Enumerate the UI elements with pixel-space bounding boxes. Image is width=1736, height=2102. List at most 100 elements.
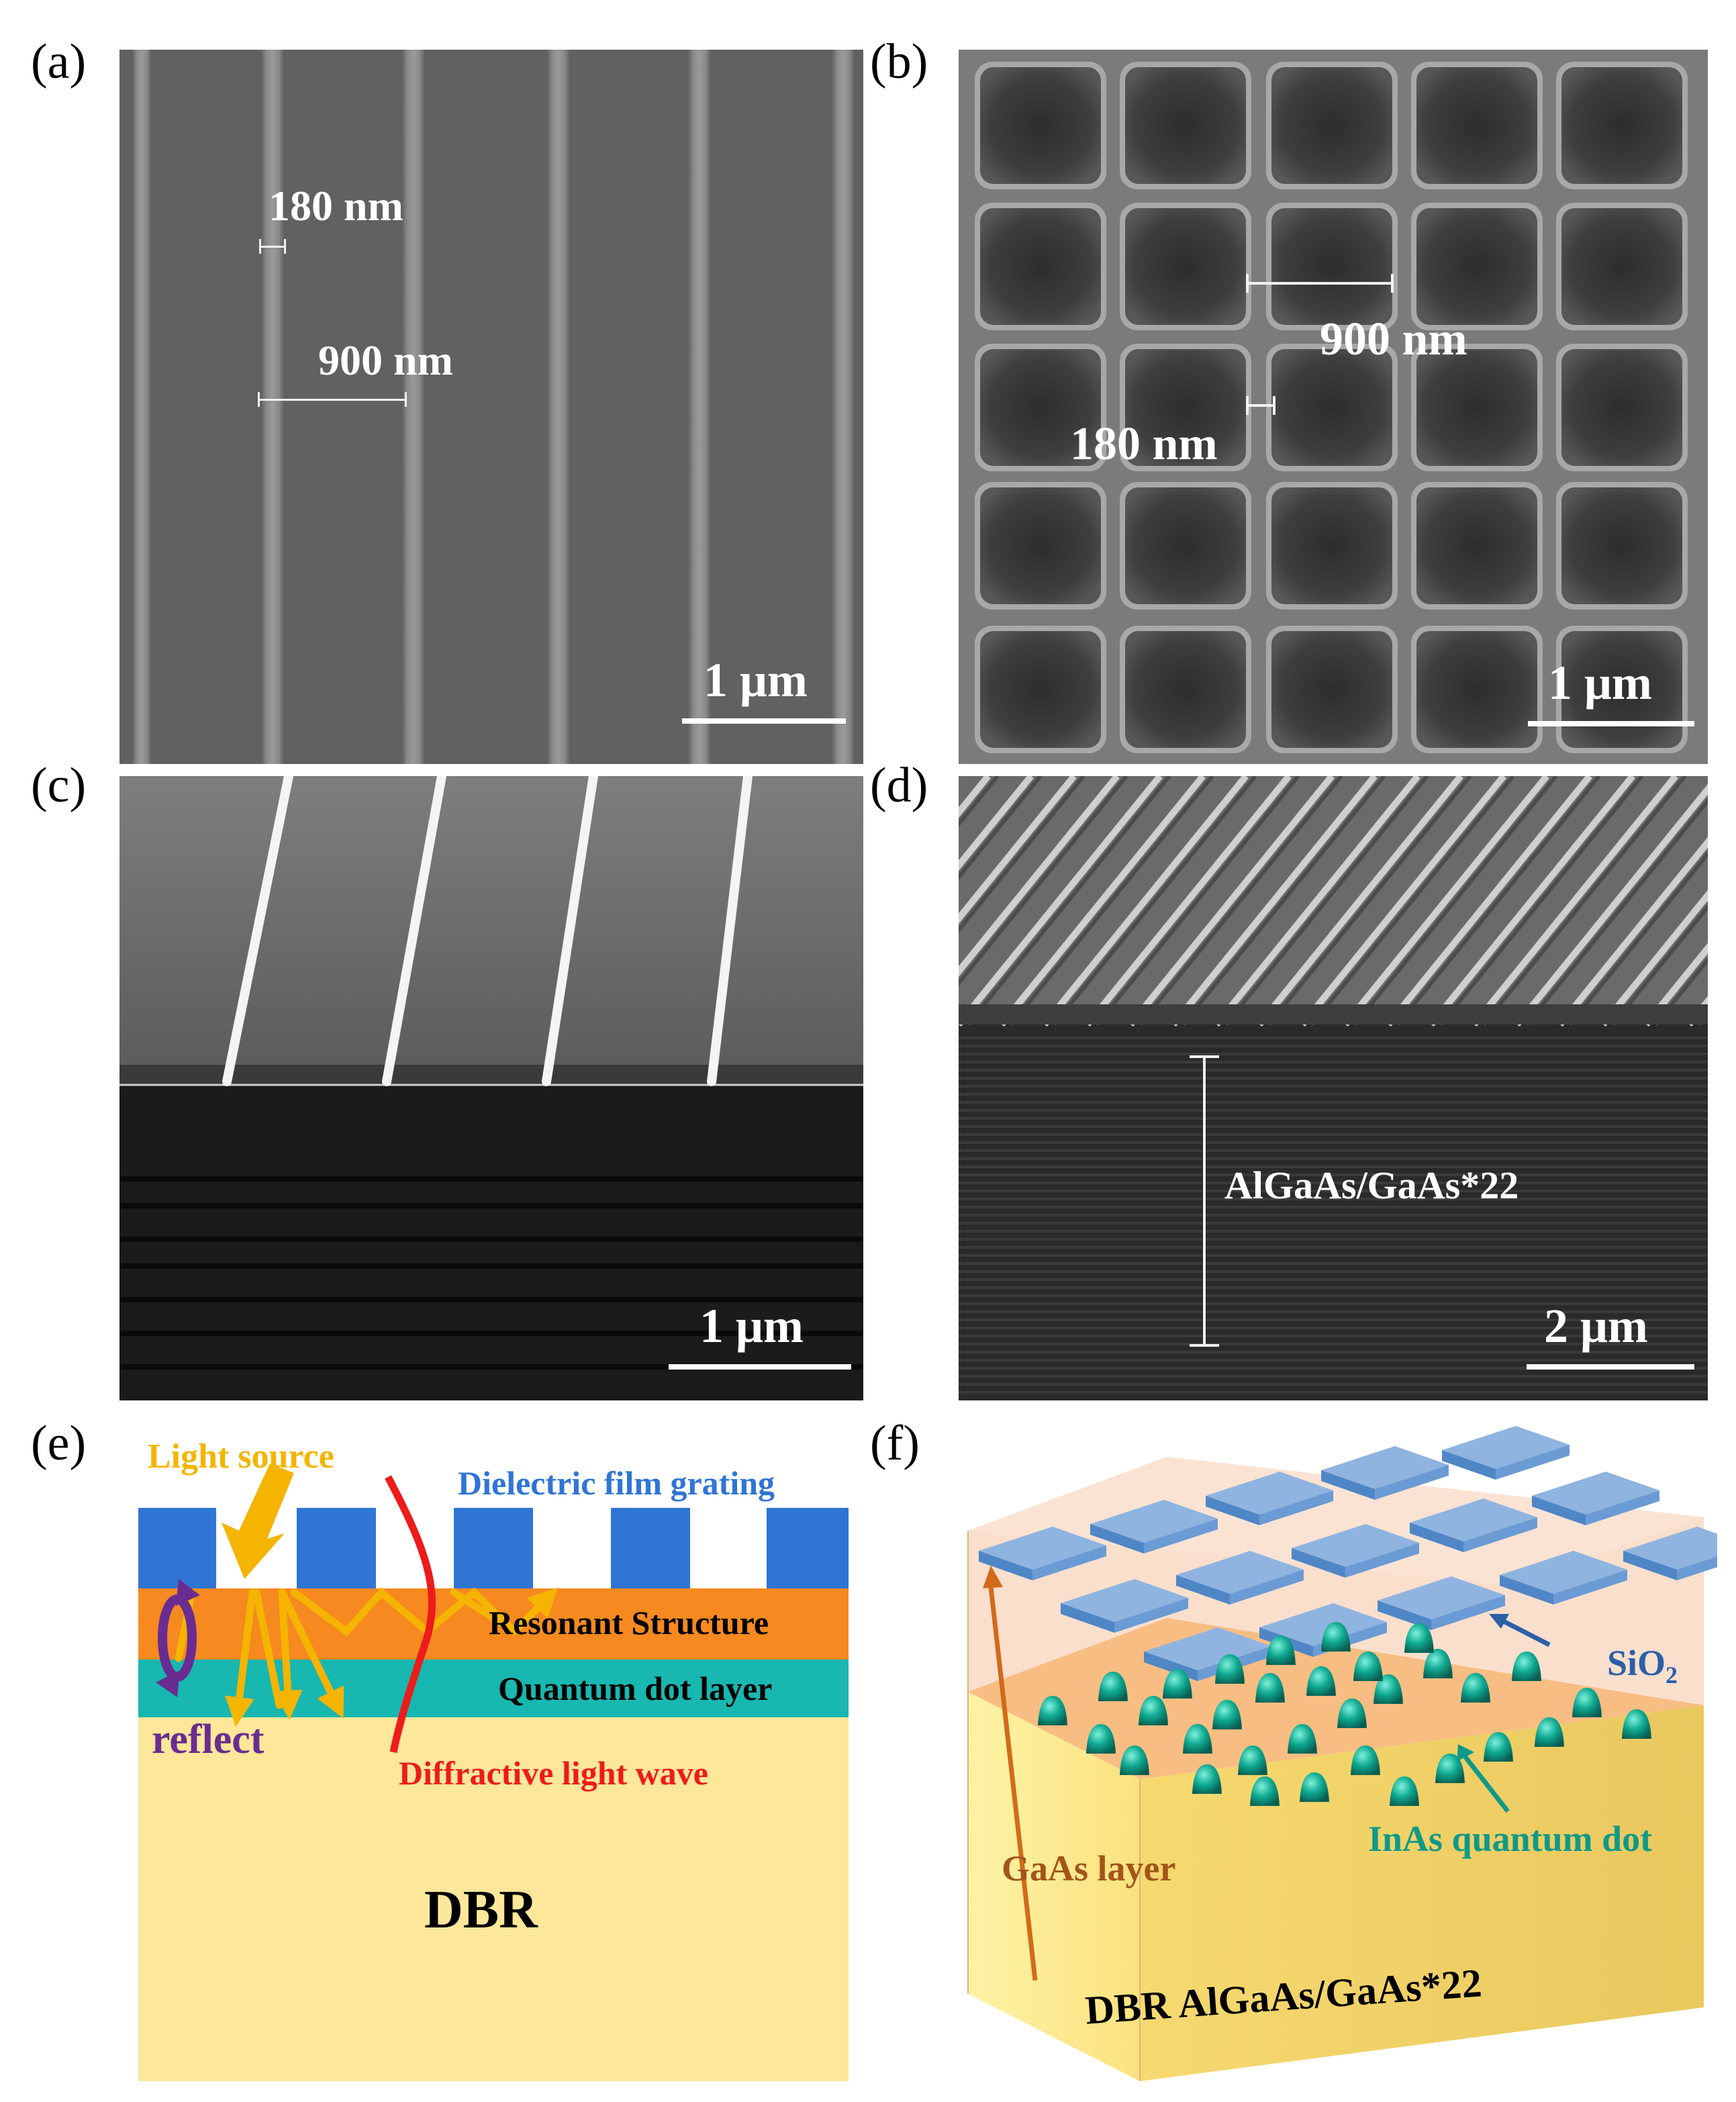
inas-quantum-dot [1238,1746,1267,1775]
inas-quantum-dot [1288,1724,1317,1754]
inas-quantum-dot [1404,1623,1434,1653]
stack-span-tick-bottom [1190,1344,1219,1347]
inas-quantum-dot [1250,1776,1280,1806]
scale-bar-label: 2 μm [1544,1299,1648,1353]
square-hole [1266,203,1398,330]
scale-bar [669,1364,851,1370]
measure-tick [258,392,260,407]
measure-line-900nm [1246,282,1394,285]
scale-bar-label: 1 μm [700,1299,804,1353]
inas-quantum-dot [1255,1673,1285,1703]
inas-quantum-dot [1435,1754,1465,1783]
square-hole [975,203,1106,330]
gaas-layer-label: GaAs layer [1002,1848,1176,1889]
inas-quantum-dot [1163,1669,1192,1699]
sio2-pad [1623,1527,1717,1580]
measure-tick [1246,396,1249,415]
square-hole [1266,482,1398,610]
square-hole [1411,344,1543,471]
dbr-label: DBR [424,1880,538,1940]
measure-tick [1391,274,1394,293]
inas-quantum-dot [1098,1672,1128,1701]
inas-quantum-dot [1512,1652,1541,1681]
panel-label-c: (c) [31,758,87,813]
scale-bar [1528,721,1694,726]
inas-quantum-dot [1337,1699,1367,1728]
sio2-pad [1532,1472,1659,1525]
inas-quantum-dot [1353,1652,1383,1681]
inas-quantum-dot [1461,1673,1490,1703]
inas-quantum-dot [1038,1696,1067,1725]
sio2-pad [1442,1426,1570,1480]
square-hole [1411,203,1543,330]
square-hole [1266,626,1398,753]
measure-tick [405,392,407,407]
scale-bar [682,718,846,724]
sio2-pads [979,1426,1717,1681]
measure-tick [1273,396,1275,415]
sio2-pad [1090,1500,1218,1554]
square-hole [1120,626,1251,753]
square-hole [1556,62,1688,189]
sio2-label: SiO2 [1607,1643,1678,1688]
measure-tick [1246,274,1249,293]
square-hole [1120,344,1251,471]
measure-label-180nm: 180 nm [1070,418,1218,470]
inas-quantum-dot [1183,1724,1212,1754]
inas-quantum-dot [1622,1709,1651,1739]
inas-quantum-dot [1266,1635,1296,1665]
sio2-pad [1410,1498,1537,1552]
cross-section-image [119,776,863,1400]
inas-quantum-dot [1423,1649,1453,1678]
square-hole [975,626,1106,753]
inas-qd-label: InAs quantum dot [1368,1819,1653,1859]
scale-bar [1527,1364,1694,1370]
square-hole [1556,482,1688,610]
inas-quantum-dot [1212,1700,1242,1729]
square-hole [1266,62,1398,189]
inas-quantum-dot [1086,1724,1116,1754]
sem-panel-c: 1 μm [119,776,863,1400]
stripe-grating-image [119,50,863,764]
sio2-pad [1061,1579,1188,1633]
scale-bar-label: 1 μm [1548,656,1652,710]
inas-quantum-dot [1192,1764,1222,1794]
stack-span-line [1203,1055,1206,1345]
sio2-pad [1500,1551,1627,1605]
square-hole [1120,203,1251,330]
square-hole [975,482,1106,610]
inas-quantum-dot [1373,1674,1403,1704]
measure-line-900nm [258,399,407,401]
sem-panel-b: 900 nm 180 nm 1 μm [959,50,1708,764]
square-array-image [959,50,1708,764]
square-hole [1556,203,1688,330]
panel-label-e: (e) [31,1416,87,1471]
square-hole [975,62,1106,189]
diagonal-ridges [959,776,1708,1027]
panel-label-a: (a) [31,34,87,89]
resonant-structure-schematic [138,1464,849,2081]
inas-quantum-dot [1300,1772,1329,1802]
grating-teeth [138,1508,849,1588]
grating-label: Dielectric film grating [458,1464,775,1502]
measure-label-180nm: 180 nm [269,182,403,230]
square-hole [1120,62,1251,189]
inas-quantum-dot [1390,1776,1419,1806]
sio2-pad [1292,1524,1419,1578]
schematic-panel-f: SiO2 InAs quantum dot GaAs layer DBR AlG… [959,1417,1717,2088]
quantum-dot-layer [138,1660,849,1717]
inas-dots [1038,1622,1651,1806]
reflect-label: reflect [152,1717,264,1762]
dbr-block [138,1717,849,2081]
inas-quantum-dot [1572,1688,1602,1717]
square-hole [1411,626,1543,753]
sio2-pad [979,1527,1106,1580]
square-hole [1120,482,1251,610]
sio2-pad [1176,1551,1304,1605]
dbr-stack-label: AlGaAs/GaAs*22 [1224,1163,1519,1207]
inas-quantum-dot [1321,1622,1351,1652]
inas-quantum-dot [1535,1717,1564,1747]
scale-bar-label: 1 μm [704,653,808,707]
inas-quantum-dot [1351,1746,1380,1775]
resonant-structure-label: Resonant Structure [489,1604,769,1641]
